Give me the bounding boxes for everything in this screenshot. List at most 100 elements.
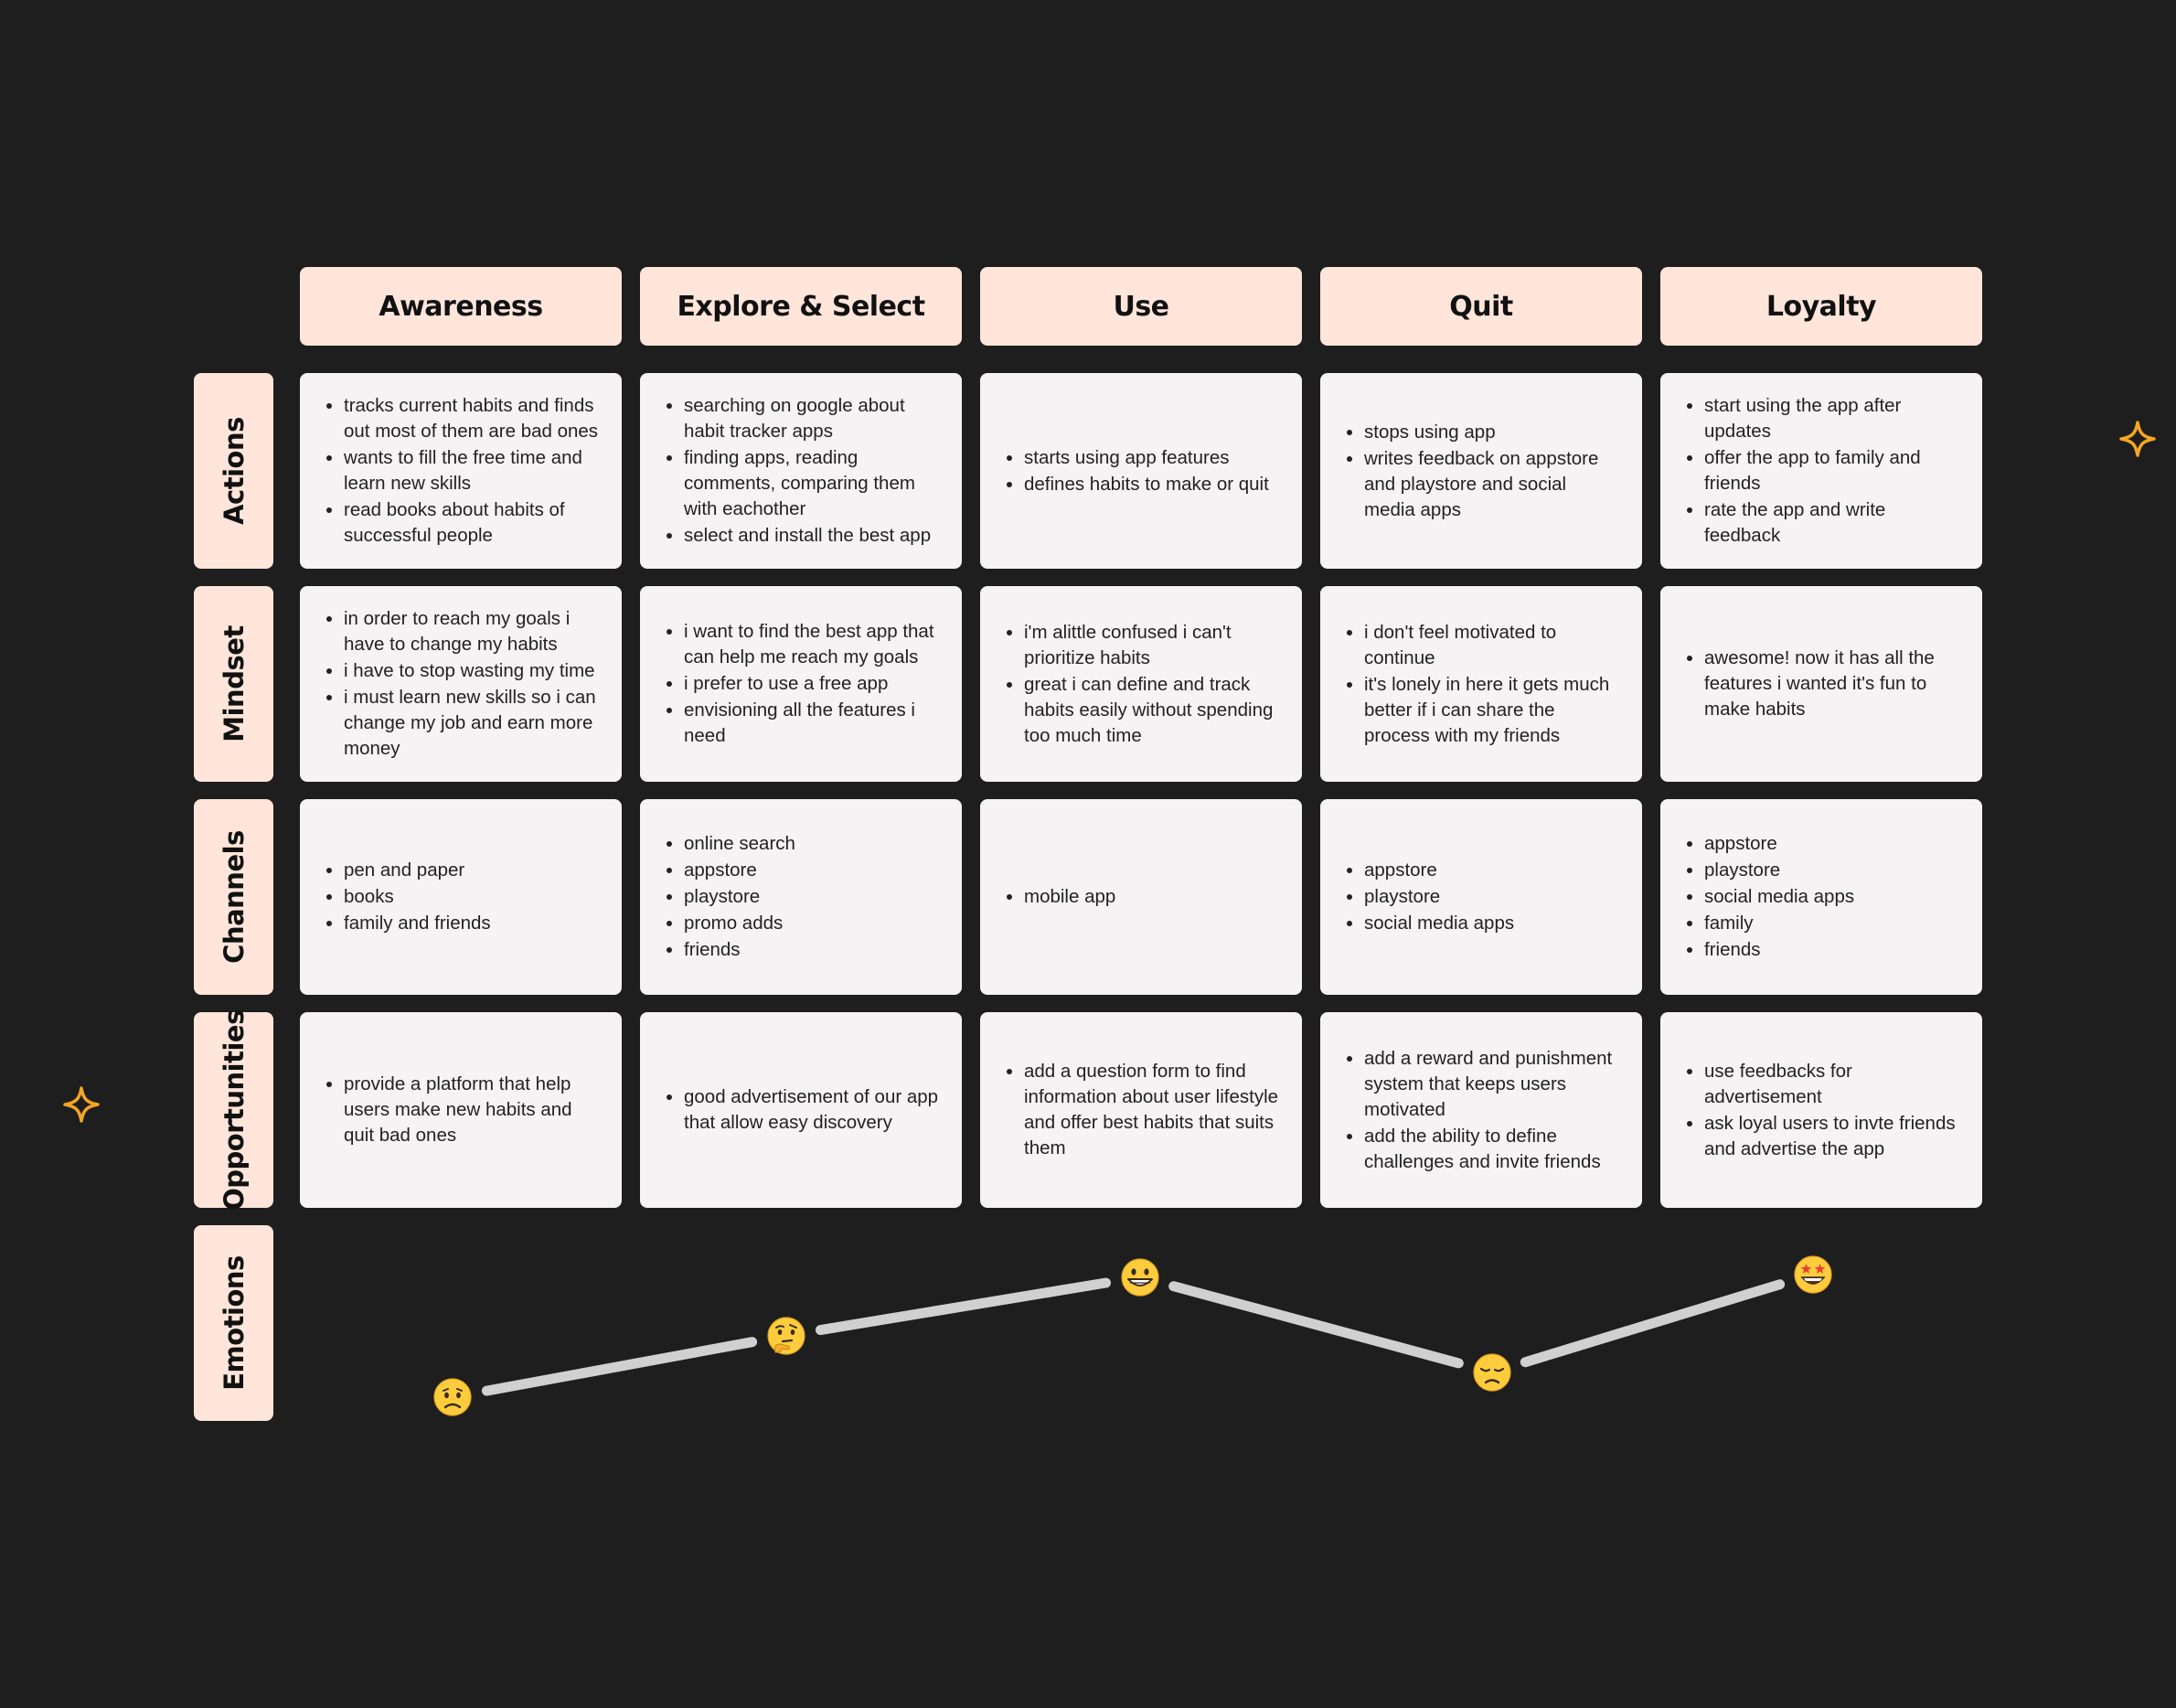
card-actions-quit: stops using appwrites feedback on appsto… [1320, 373, 1642, 569]
list-item: friends [1704, 937, 1854, 963]
bullet-list: i'm alittle confused i can't prioritize … [1006, 619, 1282, 750]
list-item: i have to stop wasting my time [344, 658, 602, 684]
bullet-list: good advertisement of our app that allow… [666, 1084, 942, 1137]
bullet-list: start using the app after updatesoffer t… [1686, 392, 1962, 550]
bullet-list: appstoreplaystoresocial media apps [1346, 857, 1514, 937]
list-item: rate the app and write feedback [1704, 497, 1962, 549]
bullet-list: pen and paperbooksfamily and friends [325, 857, 491, 937]
list-item: friends [684, 937, 795, 963]
card-opportunities-quit: add a reward and punishment system that … [1320, 1012, 1642, 1208]
star-struck-face-icon [1794, 1254, 1832, 1294]
sparkle-icon [2119, 421, 2156, 457]
list-item: playstore [684, 884, 795, 910]
list-item: i want to find the best app that can hel… [684, 619, 942, 670]
bullet-list: i don't feel motivated to continueit's l… [1346, 619, 1622, 750]
bullet-list: in order to reach my goals i have to cha… [325, 605, 602, 763]
list-item: appstore [684, 858, 795, 883]
list-item: social media apps [1704, 884, 1854, 910]
emotion-line-segment [481, 1337, 758, 1396]
bullet-list: awesome! now it has all the features i w… [1686, 645, 1962, 723]
stage-header-use: Use [980, 267, 1302, 346]
list-item: in order to reach my goals i have to cha… [344, 606, 602, 657]
card-opportunities-loyalty: use feedbacks for advertisementask loyal… [1660, 1012, 1982, 1208]
row-label-emotions: Emotions [194, 1225, 273, 1421]
card-channels-awareness: pen and paperbooksfamily and friends [300, 799, 622, 995]
stage-header-awareness: Awareness [300, 267, 622, 346]
list-item: promo adds [684, 911, 795, 936]
row-label-actions: Actions [194, 373, 273, 569]
list-item: i don't feel motivated to continue [1364, 620, 1622, 671]
card-opportunities-use: add a question form to find information … [980, 1012, 1302, 1208]
list-item: writes feedback on appstore and playstor… [1364, 446, 1622, 523]
list-item: it's lonely in here it gets much better … [1364, 672, 1622, 749]
list-item: appstore [1704, 831, 1854, 857]
bullet-list: i want to find the best app that can hel… [666, 618, 942, 750]
list-item: use feedbacks for advertisement [1704, 1059, 1962, 1110]
emotion-line-segment [815, 1277, 1112, 1336]
card-channels-use: mobile app [980, 799, 1302, 995]
emotion-line-segment [1520, 1279, 1786, 1368]
bullet-list: starts using app featuresdefines habits … [1006, 444, 1269, 498]
list-item: add a reward and punishment system that … [1364, 1046, 1622, 1123]
list-item: online search [684, 831, 795, 857]
card-actions-use: starts using app featuresdefines habits … [980, 373, 1302, 569]
list-item: books [344, 884, 491, 910]
list-item: add a question form to find information … [1024, 1059, 1282, 1161]
list-item: defines habits to make or quit [1024, 472, 1269, 497]
list-item: awesome! now it has all the features i w… [1704, 646, 1962, 722]
card-mindset-explore-select: i want to find the best app that can hel… [640, 586, 962, 782]
list-item: family and friends [344, 911, 491, 936]
list-item: add the ability to define challenges and… [1364, 1124, 1622, 1175]
row-label-opportunities: Opportunities [194, 1009, 273, 1211]
bullet-list: mobile app [1006, 883, 1115, 911]
card-channels-quit: appstoreplaystoresocial media apps [1320, 799, 1642, 995]
list-item: pen and paper [344, 858, 491, 883]
emotion-line-segment [1168, 1281, 1464, 1369]
row-label-mindset: Mindset [194, 586, 273, 782]
card-mindset-loyalty: awesome! now it has all the features i w… [1660, 586, 1982, 782]
stage-header-explore-select: Explore & Select [640, 267, 962, 346]
worried-face-icon [433, 1378, 472, 1416]
list-item: provide a platform that help users make … [344, 1072, 602, 1148]
list-item: social media apps [1364, 911, 1514, 936]
card-mindset-use: i'm alittle confused i can't prioritize … [980, 586, 1302, 782]
bullet-list: add a question form to find information … [1006, 1058, 1282, 1162]
list-item: start using the app after updates [1704, 393, 1962, 444]
list-item: stops using app [1364, 420, 1622, 445]
card-opportunities-awareness: provide a platform that help users make … [300, 1012, 622, 1208]
list-item: good advertisement of our app that allow… [684, 1084, 942, 1136]
list-item: starts using app features [1024, 445, 1269, 471]
grinning-face-icon [1121, 1258, 1159, 1297]
row-label-channels: Channels [194, 799, 273, 995]
list-item: playstore [1704, 858, 1854, 883]
card-mindset-quit: i don't feel motivated to continueit's l… [1320, 586, 1642, 782]
card-actions-explore-select: searching on google about habit tracker … [640, 373, 962, 569]
thinking-face-icon [767, 1317, 805, 1355]
list-item: finding apps, reading comments, comparin… [684, 445, 942, 522]
card-channels-explore-select: online searchappstoreplaystorepromo adds… [640, 799, 962, 995]
stage-header-loyalty: Loyalty [1660, 267, 1982, 346]
list-item: offer the app to family and friends [1704, 445, 1962, 496]
list-item: searching on google about habit tracker … [684, 393, 942, 444]
list-item: wants to fill the free time and learn ne… [344, 445, 602, 496]
card-actions-loyalty: start using the app after updatesoffer t… [1660, 373, 1982, 569]
list-item: mobile app [1024, 884, 1115, 910]
list-item: family [1704, 911, 1854, 936]
list-item: great i can define and track habits easi… [1024, 672, 1282, 749]
list-item: ask loyal users to invte friends and adv… [1704, 1111, 1962, 1162]
bullet-list: stops using appwrites feedback on appsto… [1346, 419, 1622, 524]
card-actions-awareness: tracks current habits and finds out most… [300, 373, 622, 569]
list-item: playstore [1364, 884, 1514, 910]
list-item: i'm alittle confused i can't prioritize … [1024, 620, 1282, 671]
disappointed-face-icon [1473, 1353, 1511, 1392]
sparkle-icon [63, 1086, 100, 1123]
card-opportunities-explore-select: good advertisement of our app that allow… [640, 1012, 962, 1208]
list-item: envisioning all the features i need [684, 698, 942, 749]
bullet-list: use feedbacks for advertisementask loyal… [1686, 1058, 1962, 1163]
card-channels-loyalty: appstoreplaystoresocial media appsfamily… [1660, 799, 1982, 995]
bullet-list: online searchappstoreplaystorepromo adds… [666, 830, 795, 964]
bullet-list: add a reward and punishment system that … [1346, 1045, 1622, 1176]
bullet-list: appstoreplaystoresocial media appsfamily… [1686, 830, 1854, 964]
list-item: appstore [1364, 858, 1514, 883]
